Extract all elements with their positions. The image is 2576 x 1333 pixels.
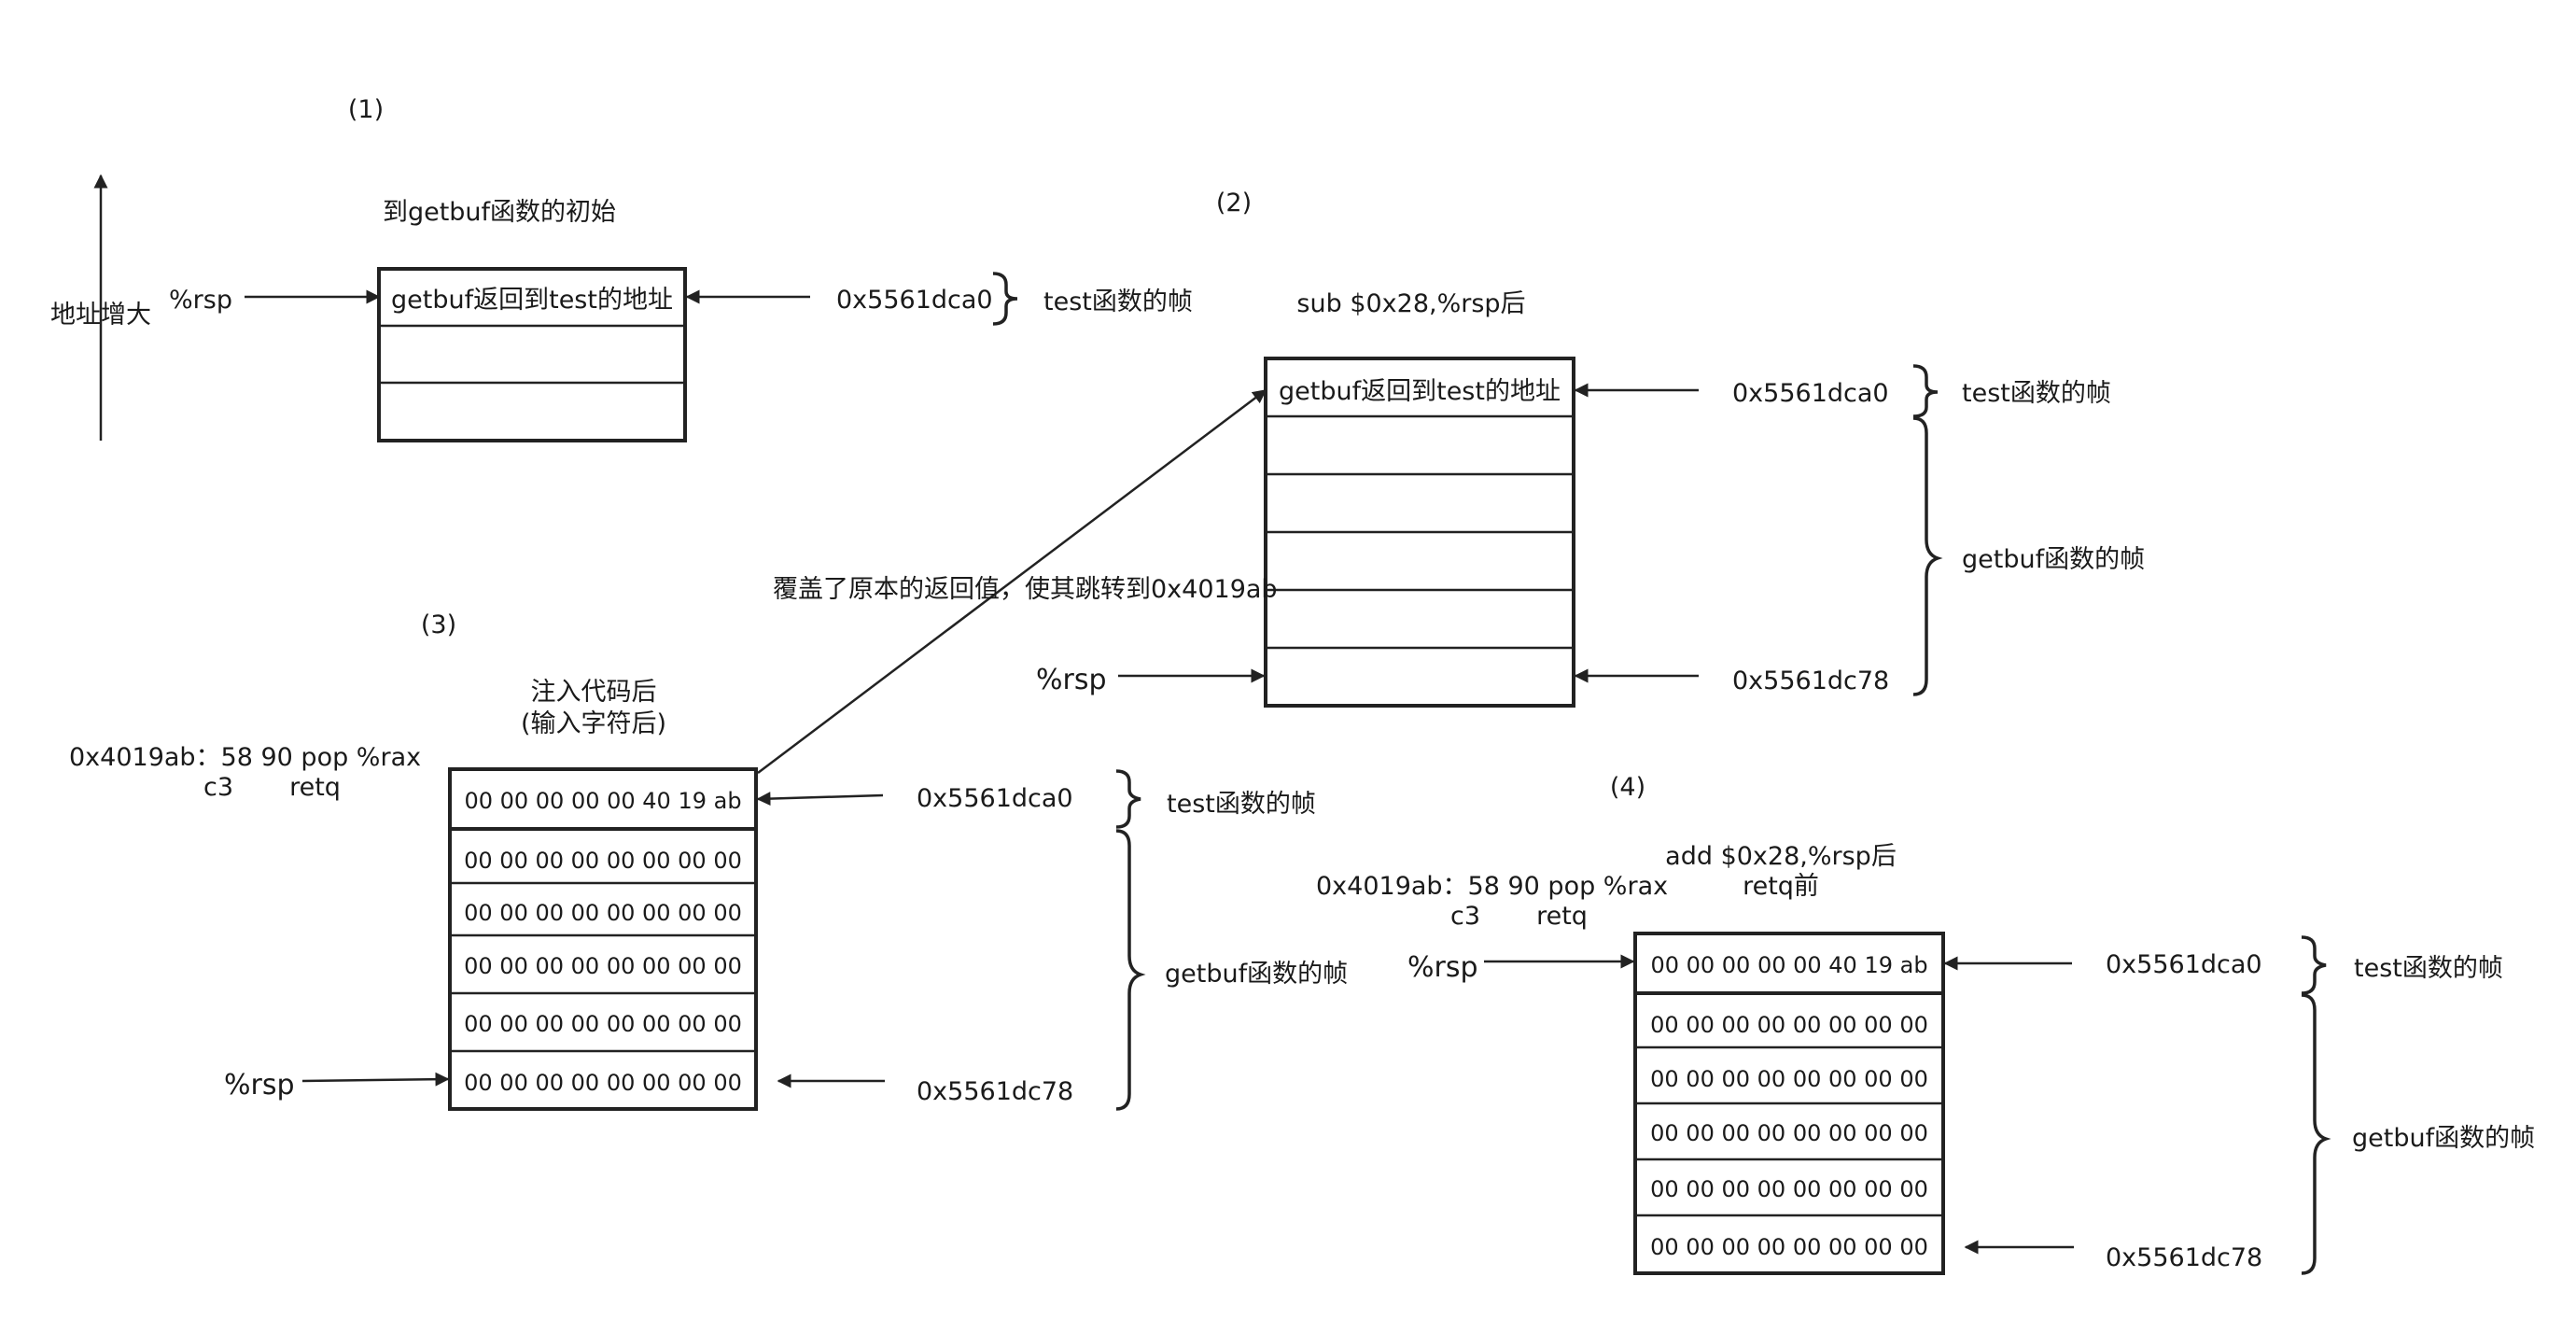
stack-cell: getbuf返回到test的地址 — [1279, 377, 1561, 406]
frame-label-getbuf: getbuf函数的帧 — [1962, 545, 2145, 574]
panel-3-number: (3) — [421, 610, 456, 639]
frame-label-getbuf: getbuf函数的帧 — [2352, 1124, 2535, 1153]
brace — [1115, 829, 1146, 1111]
address-label-bottom: 0x5561dc78 — [917, 1077, 1073, 1106]
gadget-code-line2: c3 retq — [1450, 902, 1588, 931]
stack-cell: 00 00 00 00 00 40 19 ab — [1650, 952, 1927, 978]
panel-4: (4) add $0x28,%rsp后 retq前 0x4019ab：58 90… — [1316, 773, 2535, 1275]
stack-cell: 00 00 00 00 00 40 19 ab — [464, 788, 741, 814]
frame-label-test: test函数的帧 — [1962, 379, 2111, 408]
panel-2-title: sub $0x28,%rsp后 — [1296, 289, 1525, 318]
address-label-bottom: 0x5561dc78 — [1732, 666, 1889, 695]
address-label-top: 0x5561dca0 — [2106, 950, 2262, 979]
gadget-code-line2: c3 retq — [203, 773, 341, 802]
address-label-bottom: 0x5561dc78 — [2106, 1243, 2262, 1272]
stack-cell: 00 00 00 00 00 00 00 00 — [464, 953, 742, 979]
stack-cell: 00 00 00 00 00 00 00 00 — [464, 848, 742, 874]
rsp-label: %rsp — [1036, 664, 1107, 696]
frame-label-test: test函数的帧 — [1043, 288, 1193, 316]
brace — [992, 272, 1018, 326]
panel-1-title: 到getbuf函数的初始 — [383, 198, 616, 227]
address-label-top: 0x5561dca0 — [1732, 379, 1889, 408]
rsp-label: %rsp — [224, 1069, 295, 1101]
frame-label-test: test函数的帧 — [1167, 790, 1316, 819]
stack-cell: 00 00 00 00 00 00 00 00 — [1650, 1066, 1928, 1092]
overwrite-arrow — [757, 389, 1267, 774]
rsp-label: %rsp — [169, 286, 232, 315]
stack-cell: getbuf返回到test的地址 — [391, 286, 673, 315]
stack-cell: 00 00 00 00 00 00 00 00 — [1650, 1120, 1928, 1146]
panel-2: (2) sub $0x28,%rsp后 getbuf返回到test的地址 0x5… — [1036, 189, 2145, 708]
address-label-top: 0x5561dca0 — [917, 784, 1073, 813]
brace — [1115, 769, 1141, 829]
stack-cell: 00 00 00 00 00 00 00 00 — [464, 1011, 742, 1037]
brace — [1912, 364, 1939, 418]
panel-3-subtitle: (输入字符后) — [521, 709, 666, 738]
panel-4-subtitle: retq前 — [1743, 872, 1819, 901]
stack-cell: 00 00 00 00 00 00 00 00 — [464, 900, 742, 926]
brace — [2301, 935, 2327, 995]
gadget-code-line1: 0x4019ab：58 90 pop %rax — [69, 743, 421, 772]
panel-1-number: (1) — [348, 95, 384, 124]
brace — [2301, 993, 2331, 1275]
rsp-label: %rsp — [1407, 951, 1478, 984]
stack-cell: 00 00 00 00 00 00 00 00 — [1650, 1234, 1928, 1260]
brace — [1912, 416, 1943, 696]
address-arrow — [756, 792, 884, 807]
address-label: 0x5561dca0 — [836, 286, 993, 315]
stack-cell: 00 00 00 00 00 00 00 00 — [1650, 1176, 1928, 1202]
panel-2-number: (2) — [1216, 189, 1252, 217]
stack-cell: 00 00 00 00 00 00 00 00 — [464, 1070, 742, 1096]
panel-3: (3) 注入代码后 (输入字符后) 0x4019ab：58 90 pop %ra… — [69, 610, 1348, 1111]
panel-4-title: add $0x28,%rsp后 — [1665, 842, 1897, 871]
rsp-arrow — [301, 1072, 450, 1087]
frame-label-getbuf: getbuf函数的帧 — [1165, 960, 1348, 989]
stack-box — [377, 267, 687, 442]
gadget-code-line1: 0x4019ab：58 90 pop %rax — [1316, 872, 1668, 901]
panel-1: (1) 到getbuf函数的初始 地址增大 %rsp getbuf返回到test… — [50, 95, 1193, 442]
address-increase-label: 地址增大 — [50, 301, 151, 330]
frame-label-test: test函数的帧 — [2354, 954, 2503, 983]
stack-cell: 00 00 00 00 00 00 00 00 — [1650, 1012, 1928, 1038]
panel-4-number: (4) — [1610, 773, 1645, 802]
panel-3-title: 注入代码后 — [531, 678, 657, 707]
overwrite-note: 覆盖了原本的返回值，使其跳转到0x4019ab — [773, 575, 1278, 604]
stack-box — [448, 767, 758, 1111]
